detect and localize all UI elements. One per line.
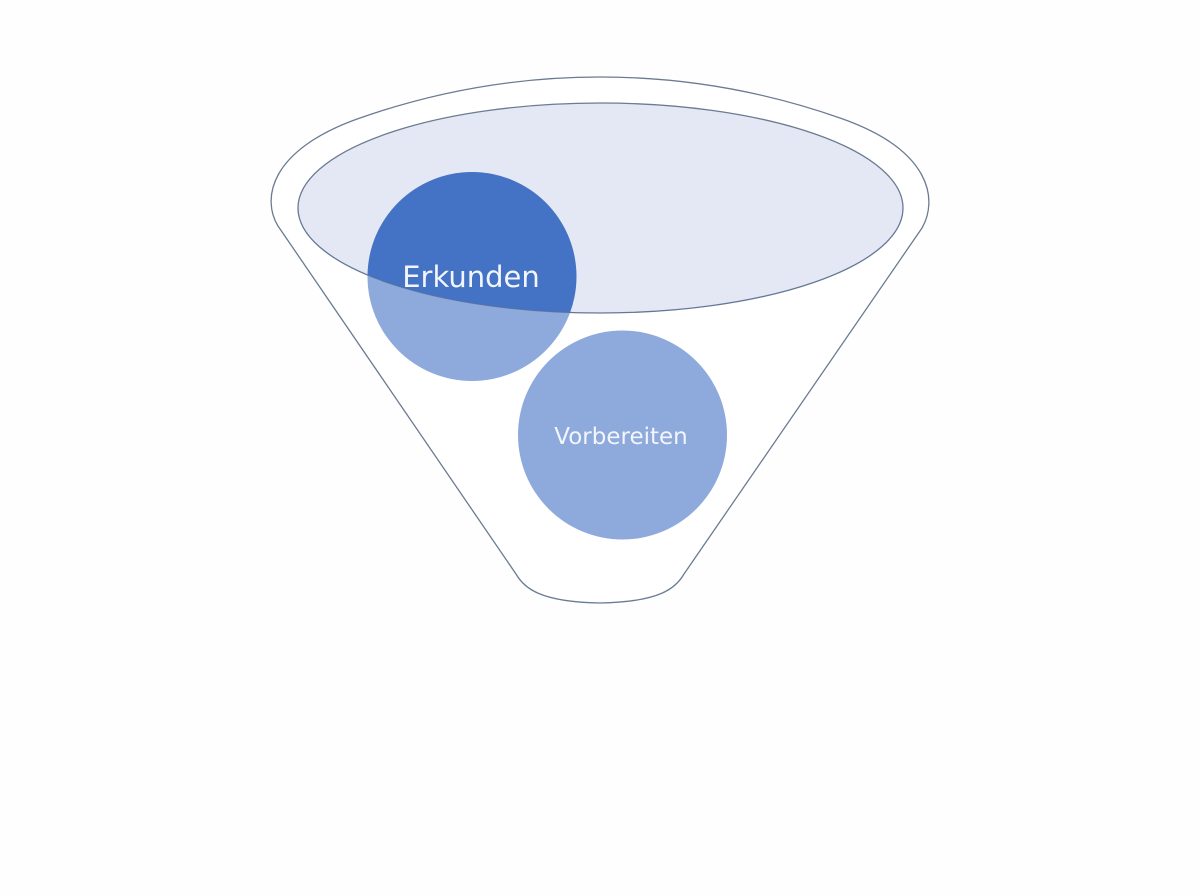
stage-erkunden-circle-upper (367, 172, 577, 313)
opening-lower-edge (297, 207, 904, 314)
stage-vorbereiten-label: Vorbereiten (554, 424, 687, 450)
stage-vorbereiten-circle (518, 330, 727, 540)
stage-erkunden-label: Erkunden (402, 260, 540, 294)
